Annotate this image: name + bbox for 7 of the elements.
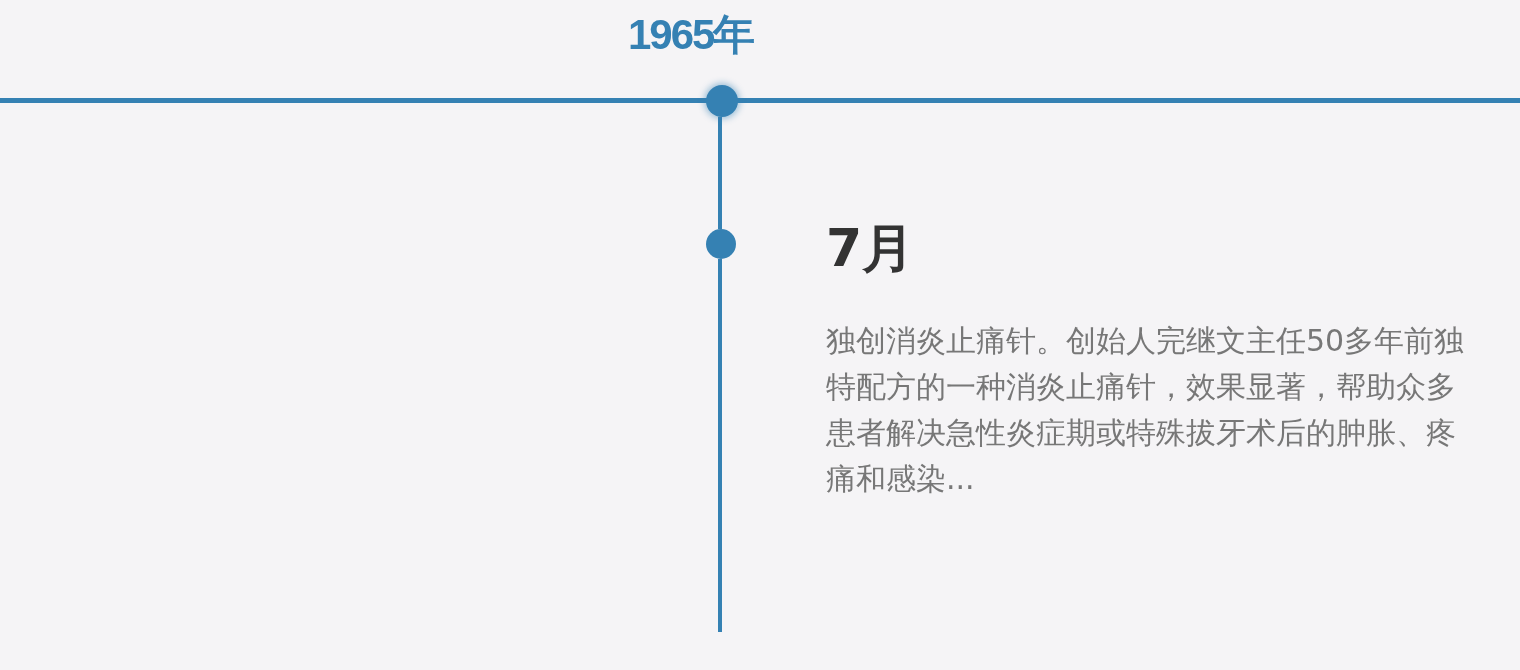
month-heading: 7月 [826,222,915,274]
timeline-dot [706,229,736,259]
timeline-line [718,259,722,632]
event-description: 独创消炎止痛针。创始人完继文主任50多年前独特配方的一种消炎止痛针，效果显著，帮助众多患者解决急性炎症期或特殊拔牙术后的肿胀、疼痛和感染... [826,322,1466,498]
timeline-line [718,117,722,229]
timeline-dot [706,85,738,117]
year-label: 1965年 [628,14,754,56]
